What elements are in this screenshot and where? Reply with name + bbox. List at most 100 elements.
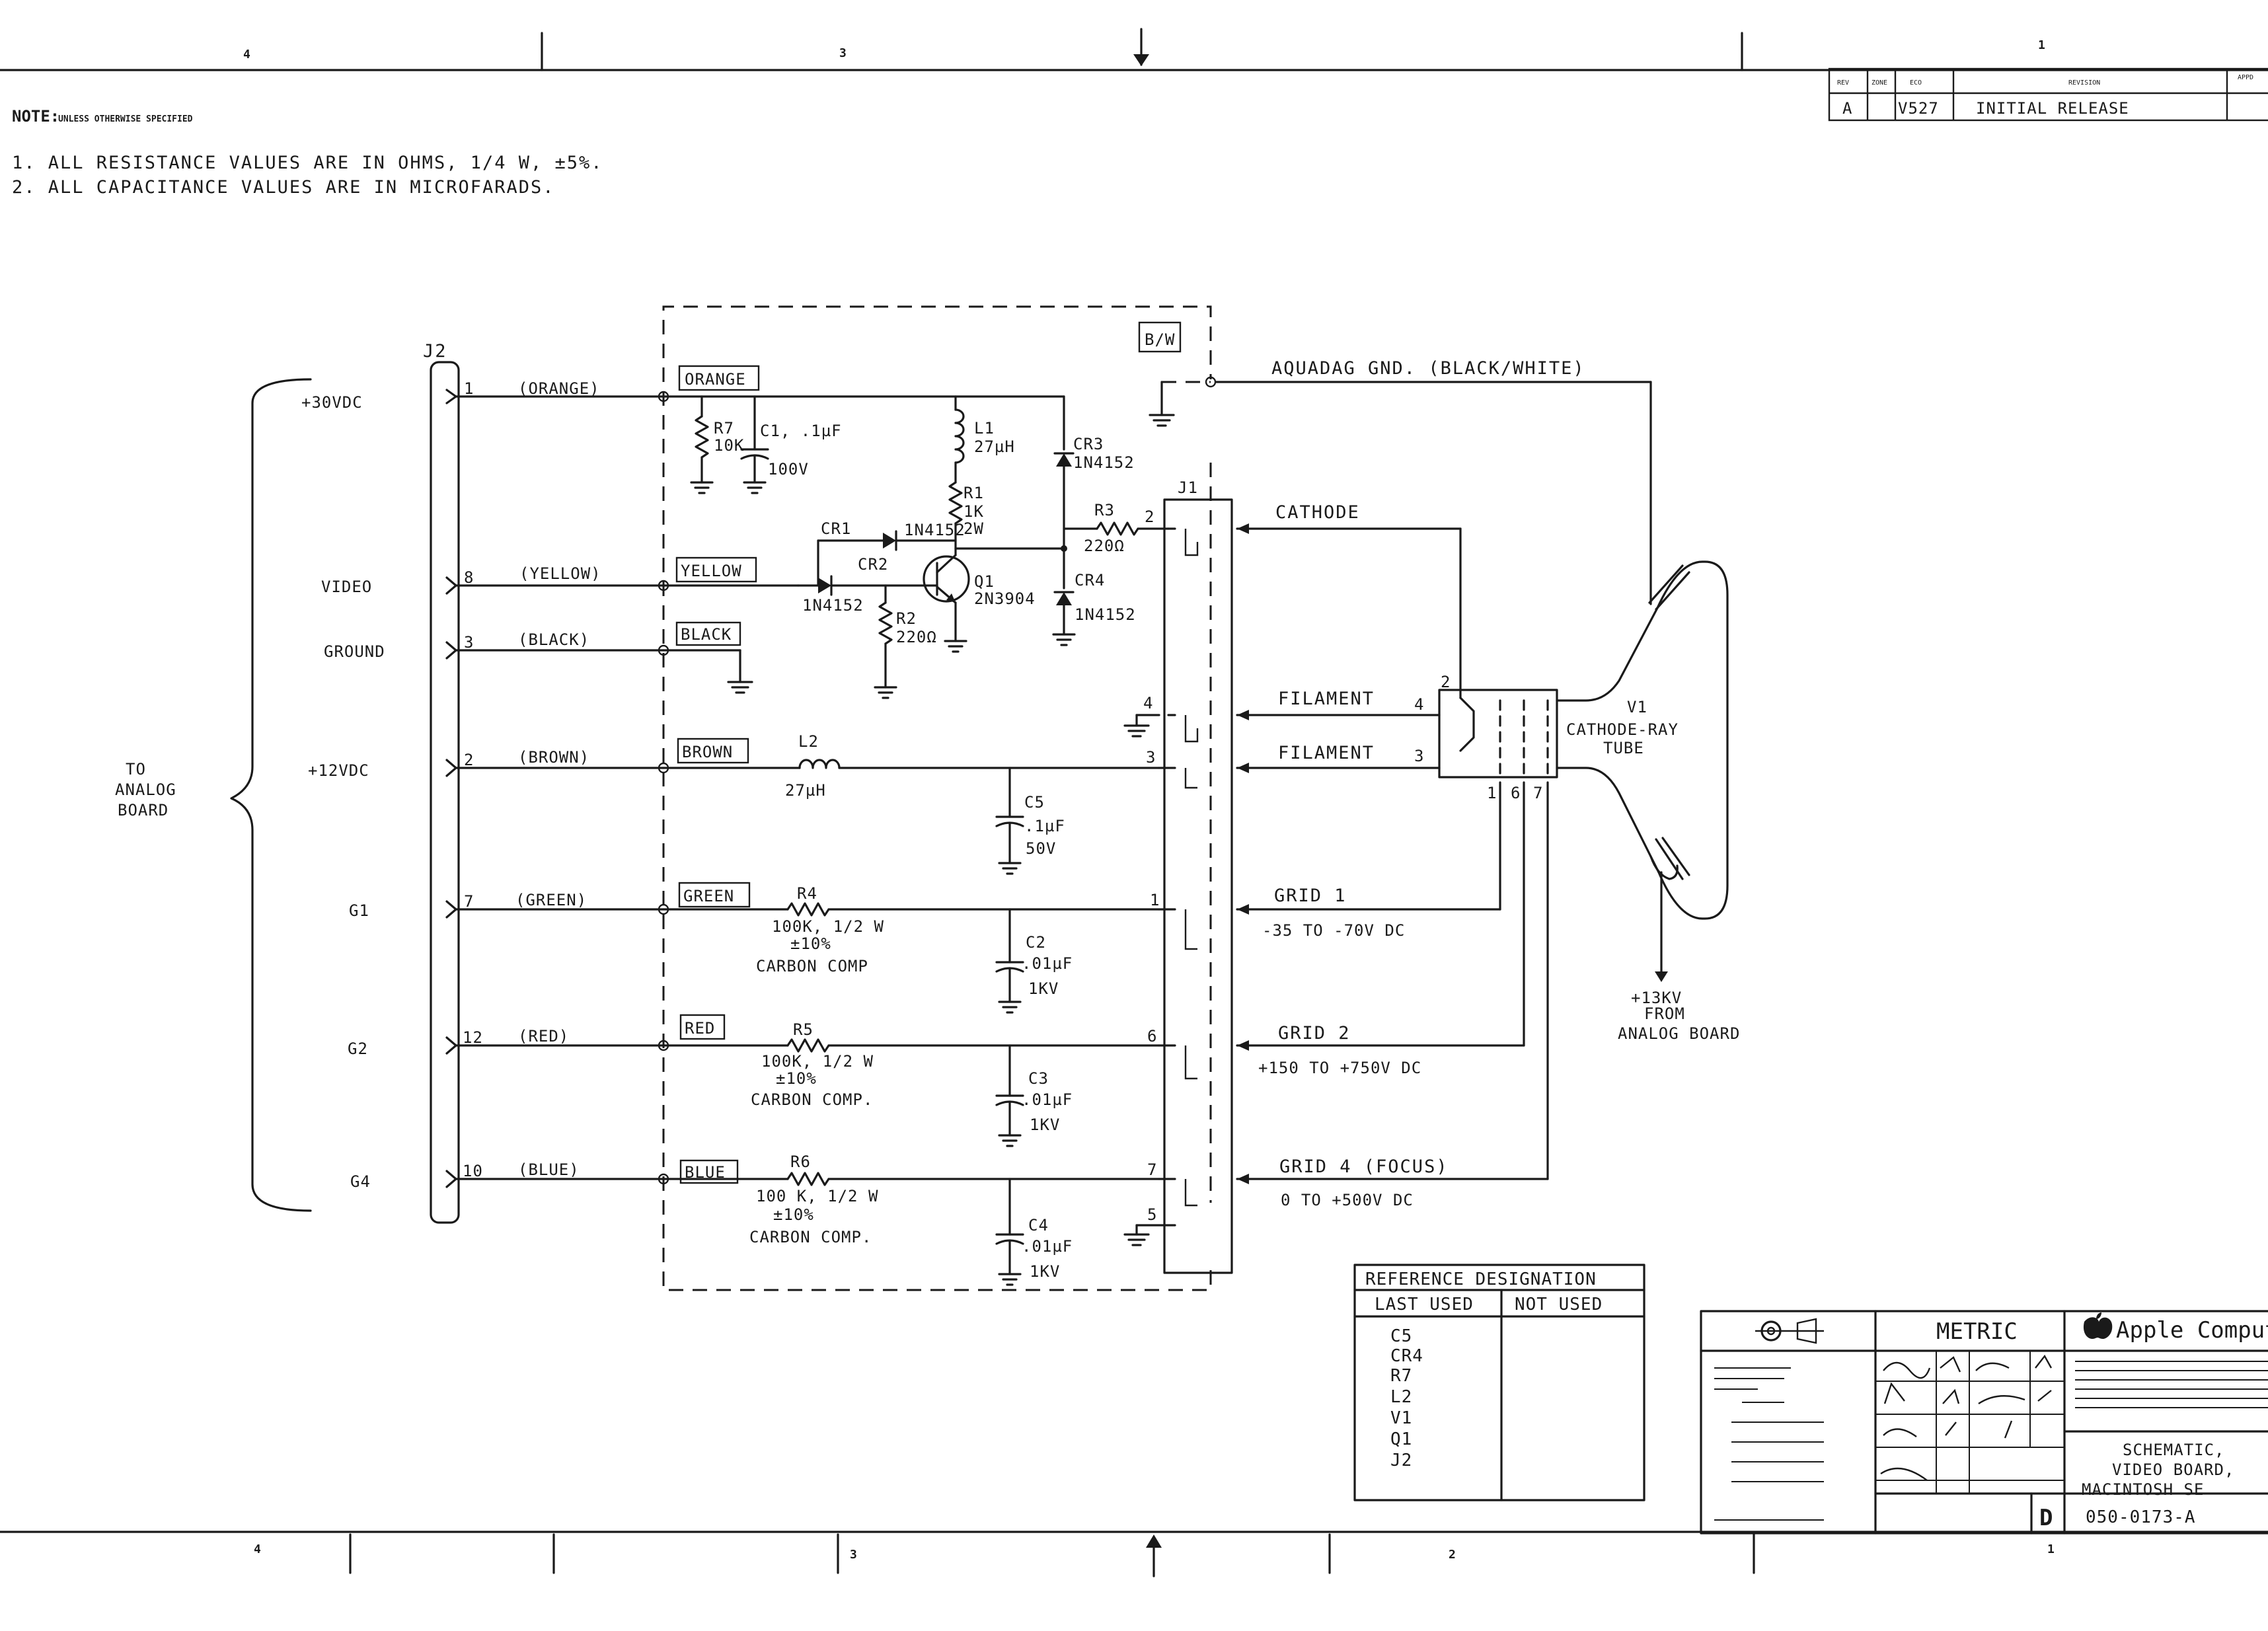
r5-value: 100K, 1/2 W bbox=[761, 1052, 874, 1071]
wire-color: (ORANGE) bbox=[518, 379, 600, 398]
revision-header: APPD bbox=[2238, 74, 2253, 81]
diode-cr4 bbox=[1056, 592, 1072, 605]
c4-rating: 1KV bbox=[1030, 1262, 1060, 1281]
grid4-label: GRID 4 (FOCUS) bbox=[1279, 1157, 1449, 1177]
zone-label: 1 bbox=[2038, 38, 2045, 52]
wire-tag: RED bbox=[685, 1019, 715, 1038]
filament-label: FILAMENT bbox=[1278, 689, 1375, 709]
wire-color: (BROWN) bbox=[518, 748, 589, 767]
j2-wires: 1 (ORANGE) 8 (YELLOW) 3 (BLACK) 2 (BROWN… bbox=[445, 379, 665, 1188]
connector-j2: J2 TO ANALOG BOARD +30VDC VIDEO GROUND +… bbox=[115, 341, 460, 1224]
apple-logo-icon bbox=[2083, 1312, 2113, 1339]
hv-label: FROM bbox=[1644, 1005, 1685, 1023]
cr4-part: 1N4152 bbox=[1075, 605, 1136, 624]
refdes-col-last-used: LAST USED bbox=[1375, 1295, 1474, 1314]
j1-pin-number: 1 bbox=[1150, 891, 1160, 909]
zone-label: 4 bbox=[254, 1542, 261, 1556]
r3-label: R3 bbox=[1094, 501, 1115, 519]
revision-block: REV ZONE ECO REVISION APPD A V527 INITIA… bbox=[1828, 67, 2268, 122]
crt-tube: V1 CATHODE-RAY TUBE 2 1 6 7 +13KV FROM A… bbox=[1438, 560, 1740, 1043]
crt-ref: V1 bbox=[1627, 698, 1647, 716]
note-line: 1. ALL RESISTANCE VALUES ARE IN OHMS, 1/… bbox=[12, 153, 603, 173]
c3-label: C3 bbox=[1028, 1069, 1049, 1088]
transistor-q1 bbox=[923, 555, 970, 603]
r5-tolerance: ±10% bbox=[776, 1069, 817, 1088]
signal-label: VIDEO bbox=[321, 578, 372, 596]
revision-header: REV bbox=[1837, 79, 1849, 87]
j1-pin-number: 5 bbox=[1147, 1205, 1157, 1224]
resistor-r4 bbox=[786, 902, 830, 917]
c3-rating: 1KV bbox=[1030, 1116, 1060, 1134]
refdes-entry: Q1 bbox=[1390, 1429, 1412, 1449]
wire-tag: BLACK bbox=[681, 625, 732, 644]
hv-label: +13KV bbox=[1631, 989, 1682, 1007]
c5-rating: 50V bbox=[1026, 839, 1056, 858]
notes-subheading: UNLESS OTHERWISE SPECIFIED bbox=[58, 114, 193, 124]
j2-pin-number: 1 bbox=[464, 379, 474, 398]
signal-label: +30VDC bbox=[301, 393, 363, 412]
cr4-label: CR4 bbox=[1075, 571, 1105, 589]
revision-letter: A bbox=[1842, 99, 1852, 118]
revision-header: ZONE bbox=[1871, 79, 1887, 87]
filament-pin: 4 bbox=[1414, 695, 1424, 714]
crt-name: TUBE bbox=[1603, 739, 1644, 757]
c1-value: 100V bbox=[768, 460, 809, 478]
inductor-l2 bbox=[798, 759, 841, 769]
signal-label: GROUND bbox=[324, 642, 385, 661]
reference-designation-table: REFERENCE DESIGNATION LAST USED NOT USED… bbox=[1353, 1264, 1645, 1501]
signal-label: +12VDC bbox=[308, 761, 369, 780]
diode-cr1 bbox=[883, 533, 896, 549]
j2-pin-number: 3 bbox=[464, 633, 474, 652]
filament-label: FILAMENT bbox=[1278, 743, 1375, 763]
analog-board-brace bbox=[230, 378, 312, 1212]
c2-label: C2 bbox=[1026, 933, 1046, 952]
crt-pin: 1 bbox=[1487, 784, 1497, 802]
zone-label: 4 bbox=[243, 48, 250, 61]
analog-board-label: ANALOG bbox=[115, 780, 176, 799]
filament-supply: L2 27µH C5 .1µF 50V bbox=[662, 732, 1160, 875]
wire-color: (YELLOW) bbox=[519, 564, 601, 583]
zone-label: 3 bbox=[839, 46, 847, 60]
zone-label: 1 bbox=[2047, 1542, 2055, 1556]
c5-label: C5 bbox=[1024, 793, 1045, 812]
r4-value: 100K, 1/2 W bbox=[772, 917, 884, 936]
drawing-title: SCHEMATIC, bbox=[2123, 1441, 2225, 1459]
signal-label: G2 bbox=[348, 1040, 368, 1058]
grid2-voltage: +150 TO +750V DC bbox=[1258, 1059, 1421, 1077]
revision-description: INITIAL RELEASE bbox=[1976, 99, 2129, 118]
j2-pin-number: 7 bbox=[464, 892, 474, 911]
center-arrow-icon bbox=[1133, 54, 1149, 66]
hv-label: ANALOG BOARD bbox=[1618, 1024, 1740, 1043]
r4-type: CARBON COMP bbox=[756, 957, 868, 975]
crt-name: CATHODE-RAY bbox=[1566, 720, 1679, 739]
c5-value: .1µF bbox=[1024, 817, 1065, 835]
notes-heading: NOTE: bbox=[12, 107, 59, 126]
r6-tolerance: ±10% bbox=[773, 1205, 814, 1224]
drawing-title: MACINTOSH SE bbox=[2082, 1480, 2204, 1499]
center-arrow-icon bbox=[1146, 1535, 1162, 1548]
j1-pin-number: 2 bbox=[1145, 508, 1154, 526]
j2-pin-number: 10 bbox=[463, 1162, 483, 1180]
refdes-entry: C5 bbox=[1390, 1326, 1412, 1346]
j1-pin-number: 4 bbox=[1143, 694, 1153, 712]
cr3-label: CR3 bbox=[1073, 435, 1104, 453]
note-line: 2. ALL CAPACITANCE VALUES ARE IN MICROFA… bbox=[12, 177, 555, 198]
grid-feeds: R4 100K, 1/2 W ±10% CARBON COMP C2 .01µF… bbox=[662, 884, 1160, 1286]
signal-label: G1 bbox=[349, 901, 369, 920]
refdes-entry: V1 bbox=[1390, 1408, 1412, 1428]
diode-cr2 bbox=[818, 578, 831, 593]
wire-color: (GREEN) bbox=[515, 891, 587, 909]
revision-header: REVISION bbox=[2068, 79, 2100, 87]
general-notes: NOTE: UNLESS OTHERWISE SPECIFIED 1. ALL … bbox=[12, 107, 603, 198]
refdes-col-not-used: NOT USED bbox=[1515, 1295, 1603, 1314]
video-board-outline: B/W bbox=[662, 305, 1212, 1291]
diode-cr3 bbox=[1056, 453, 1072, 467]
grid4-voltage: 0 TO +500V DC bbox=[1281, 1191, 1414, 1209]
sheet-size: D bbox=[2039, 1505, 2053, 1531]
q1-label: Q1 bbox=[974, 572, 995, 591]
analog-board-label: BOARD bbox=[118, 801, 169, 819]
bottom-border: 4 3 2 1 bbox=[0, 1531, 2268, 1577]
r6-value: 100 K, 1/2 W bbox=[756, 1187, 878, 1205]
